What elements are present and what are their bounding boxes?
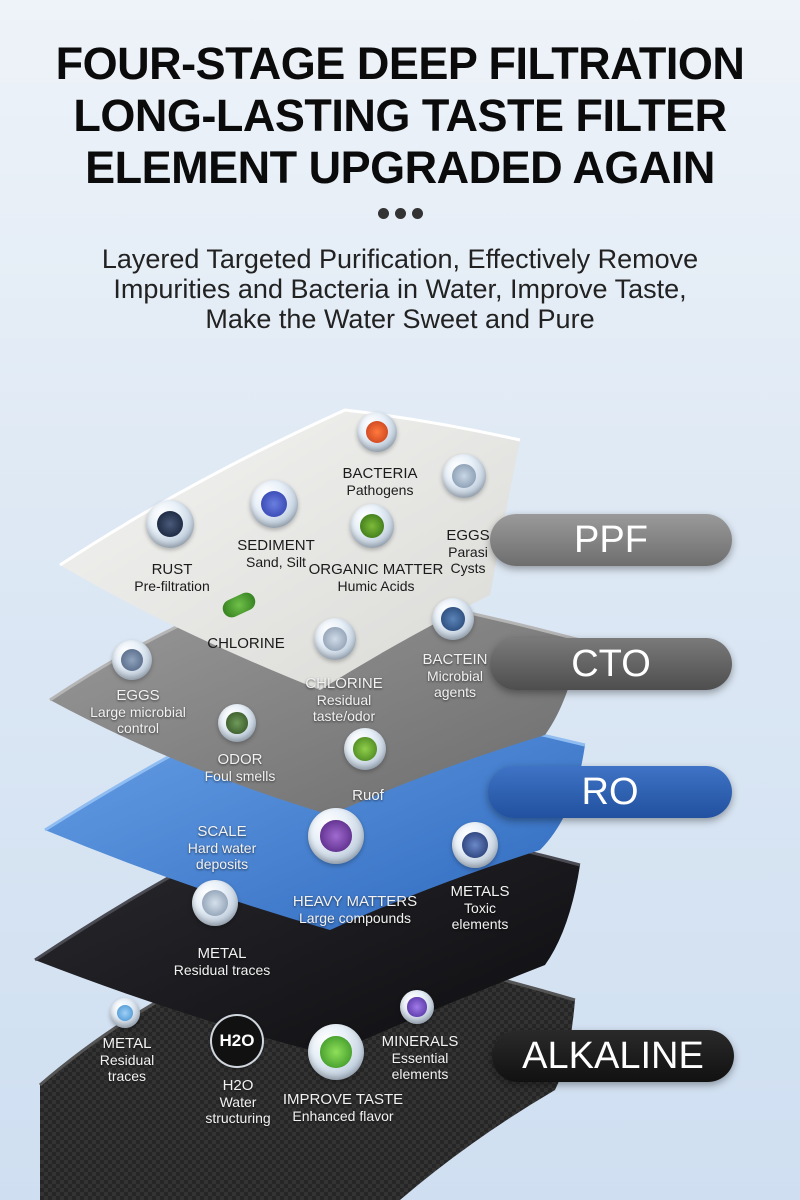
label-chlorine-ppf: CHLORINE	[207, 635, 285, 652]
odor-icon	[218, 704, 256, 742]
water-drop-icon	[110, 998, 140, 1028]
subheadline: Layered Targeted Purification, Effective…	[0, 244, 800, 334]
metal-molecule-icon	[192, 880, 238, 926]
stage-tag-alkaline: ALKALINE	[492, 1030, 734, 1082]
sediment-icon	[250, 480, 298, 528]
molecule-icon	[442, 454, 486, 498]
eggs-icon	[112, 640, 152, 680]
label-ruof: Ruof	[352, 787, 384, 804]
stage-tag-ro: RO	[488, 766, 732, 818]
headline: FOUR-STAGE DEEP FILTRATION LONG-LASTING …	[0, 38, 800, 194]
minerals-icon	[400, 990, 434, 1024]
leaf-icon	[308, 1024, 364, 1080]
subheadline-line-3: Make the Water Sweet and Pure	[205, 304, 595, 334]
stage-tag-cto: CTO	[490, 638, 732, 690]
metals-icon	[452, 822, 498, 868]
heavy-matters-icon	[308, 808, 364, 864]
bactein-icon	[432, 598, 474, 640]
headline-line-3: ELEMENT UPGRADED AGAIN	[85, 142, 715, 193]
stage-tag-ppf: PPF	[490, 514, 732, 566]
ppf-layer	[60, 410, 520, 690]
chlorine-molecule-icon	[314, 618, 356, 660]
subheadline-line-1: Layered Targeted Purification, Effective…	[101, 244, 699, 274]
ruof-icon	[344, 728, 386, 770]
organic-matter-icon	[350, 504, 394, 548]
bacteria-icon	[357, 412, 397, 452]
rust-icon	[146, 500, 194, 548]
dots-divider	[0, 206, 800, 224]
headline-line-2: LONG-LASTING TASTE FILTER	[73, 90, 727, 141]
h2o-badge-icon: H2O	[212, 1016, 262, 1066]
headline-line-1: FOUR-STAGE DEEP FILTRATION	[55, 38, 745, 89]
subheadline-line-2: Impurities and Bacteria in Water, Improv…	[113, 274, 687, 304]
